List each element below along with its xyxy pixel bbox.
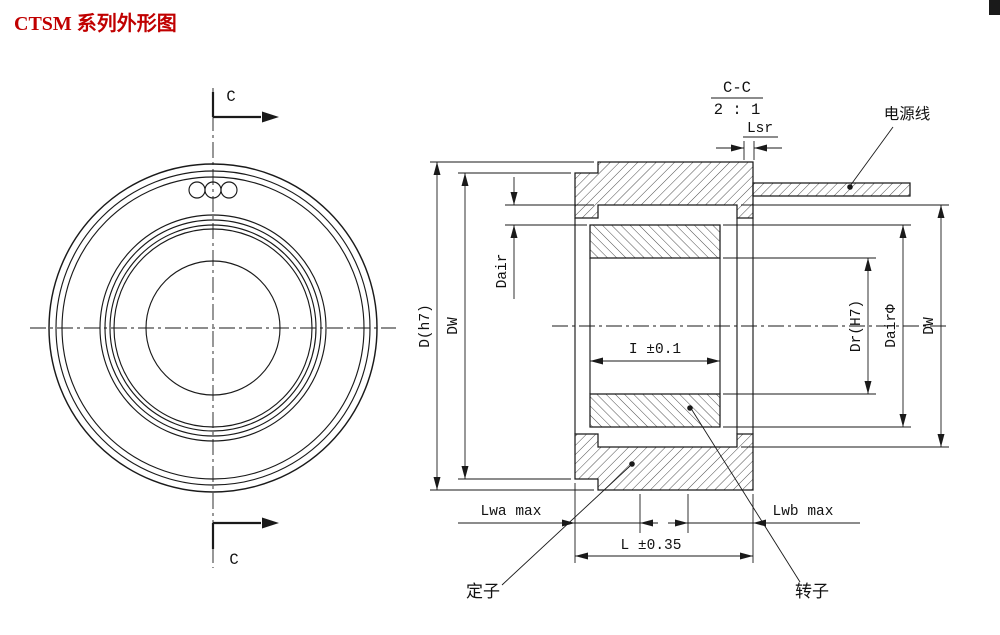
rotor-od-circle [109,224,317,432]
rotor-top-section [589,224,721,259]
dim-arrow [937,434,945,447]
dim-arrow [731,144,744,152]
dr-h7-label: Dr(H7) [849,300,865,352]
dim-lwb: Lwb max [668,494,860,563]
dim-dair-diameter: DairΦ [723,224,911,428]
dim-arrow [575,552,588,560]
stator-label: 定子 [466,582,500,601]
section-arrow-icon [262,111,279,123]
lsr-label: Lsr [747,121,773,137]
dim-i: I ±0.1 [590,342,720,365]
callout-power-cable: 电源线 [847,105,930,190]
wire-hole-icon [220,181,238,199]
dim-arrow [753,519,766,527]
dair-diameter-label: DairΦ [884,304,900,348]
callout-stator: 定子 [466,461,635,601]
dim-d-h7: D(h7) [418,161,594,491]
wire-hole-icon [188,181,206,199]
power-cable-label: 电源线 [884,105,931,123]
dim-arrow [899,414,907,427]
dim-arrow [937,205,945,218]
lwa-label: Lwa max [481,504,542,520]
section-arrow-icon [262,517,279,529]
section-letter-top: C [226,88,235,106]
dw-left-label: DW [446,317,462,335]
dim-arrow [510,192,518,205]
front-view: C C [30,88,396,569]
page-title: CTSM 系列外形图 [14,11,177,35]
dim-arrow [707,357,720,365]
dim-arrow [433,162,441,175]
dim-arrow [754,144,767,152]
dim-arrow [864,258,872,271]
section-title: C-C 2 : 1 [711,79,763,119]
dim-dair: Dair [495,177,594,299]
rotor-ring-circle [113,228,313,428]
stator-bottom-section [574,433,754,491]
callout-rotor: 转子 [687,405,829,601]
dim-arrow [740,552,753,560]
airgap-circle-2 [104,219,322,437]
section-cut-mark-top: C [211,88,279,123]
section-scale-label: 2 : 1 [714,101,761,119]
d-h7-label: D(h7) [418,304,434,348]
dim-dr-h7: Dr(H7) [723,257,876,395]
outer-ring-circle [55,170,371,486]
rotor-bottom-section [589,393,721,428]
l-label: L ±0.35 [621,538,682,554]
leader-dot [687,405,693,411]
bore-circle [145,260,281,396]
screen-corner-artifact [989,0,1000,15]
dair-label: Dair [495,254,511,289]
dim-arrow [640,519,653,527]
dim-arrow [461,466,469,479]
section-name-label: C-C [723,79,751,97]
dim-dw-right: DW [741,204,949,448]
lead-wire-holes [188,181,238,199]
stator-top-section [574,161,754,219]
outer-diameter-circle [48,163,378,493]
dw-right-label: DW [922,317,938,335]
airgap-circle-1 [99,214,327,442]
section-view: C-C 2 : 1 Lsr 电源线 D(h7) [418,79,950,601]
dim-arrow [675,519,688,527]
dim-arrow [433,477,441,490]
power-cable [752,182,911,197]
dim-l: L ±0.35 [575,538,753,560]
leader-dot [629,461,635,467]
dim-arrow [590,357,603,365]
dim-arrow [461,173,469,186]
stator-ring-circle [61,176,365,480]
rotor-label: 转子 [795,582,829,601]
section-letter-bottom: C [229,551,238,569]
dim-lsr: Lsr [716,121,782,160]
lwb-label: Lwb max [773,504,834,520]
i-label: I ±0.1 [629,342,681,358]
dim-arrow [864,381,872,394]
dim-dw-left: DW [446,172,571,480]
dim-arrow [899,225,907,238]
dim-arrow [510,225,518,238]
leader-dot [847,184,853,190]
section-cut-mark-bottom: C [211,517,279,569]
